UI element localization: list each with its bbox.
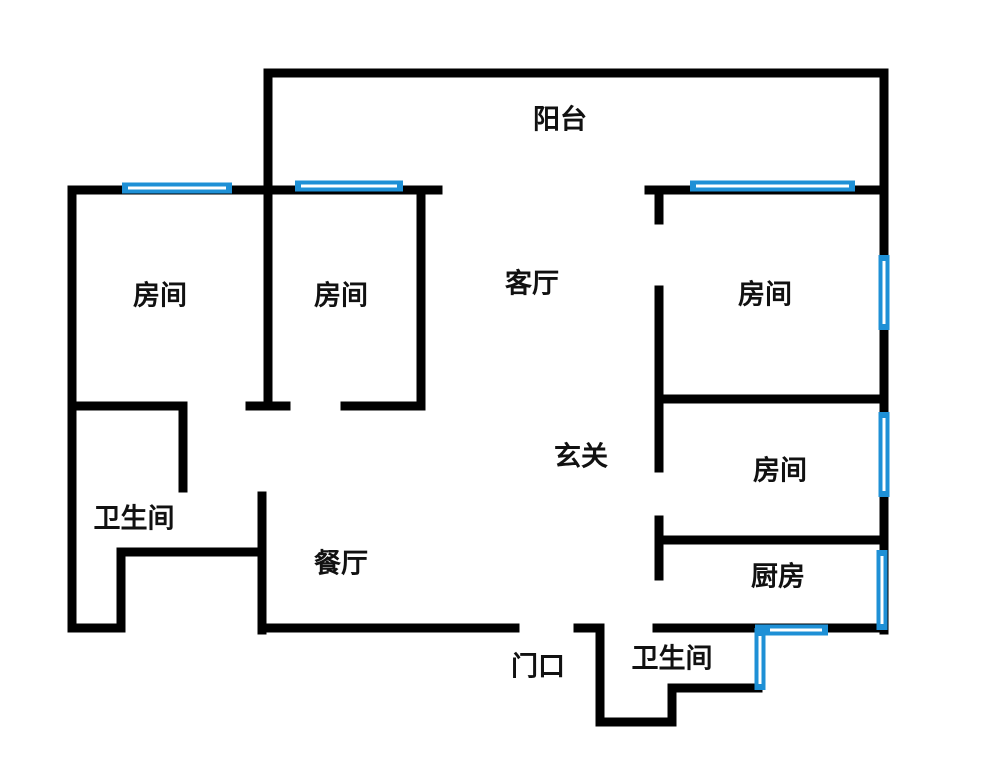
- label-dining-room: 餐厅: [314, 549, 368, 580]
- wall-room1-bottom: [67, 401, 188, 493]
- wall-balcony: [263, 68, 889, 195]
- label-bathroom-1: 卫生间: [94, 504, 175, 535]
- label-living-room: 客厅: [505, 268, 559, 300]
- label-bedroom-3: 房间: [738, 280, 792, 311]
- wall-entrance-right: [573, 623, 763, 727]
- label-kitchen: 厨房: [751, 562, 805, 593]
- room-labels: 阳台 房间 房间 客厅 房间 玄关 房间 卫生间 餐厅 厨房 门口 卫生间: [94, 104, 808, 683]
- wall-left-outer: [67, 185, 267, 633]
- label-entrance: 门口: [511, 652, 565, 683]
- windows: [122, 180, 890, 690]
- window-bathroom2: [754, 624, 828, 690]
- label-foyer: 玄关: [554, 441, 608, 473]
- label-bedroom-2: 房间: [314, 281, 368, 312]
- label-bedroom-4: 房间: [753, 456, 807, 487]
- label-bedroom-1: 房间: [133, 281, 187, 312]
- wall-room2-bottom: [340, 185, 426, 411]
- label-bathroom-2: 卫生间: [632, 644, 713, 675]
- label-balcony: 阳台: [533, 104, 587, 136]
